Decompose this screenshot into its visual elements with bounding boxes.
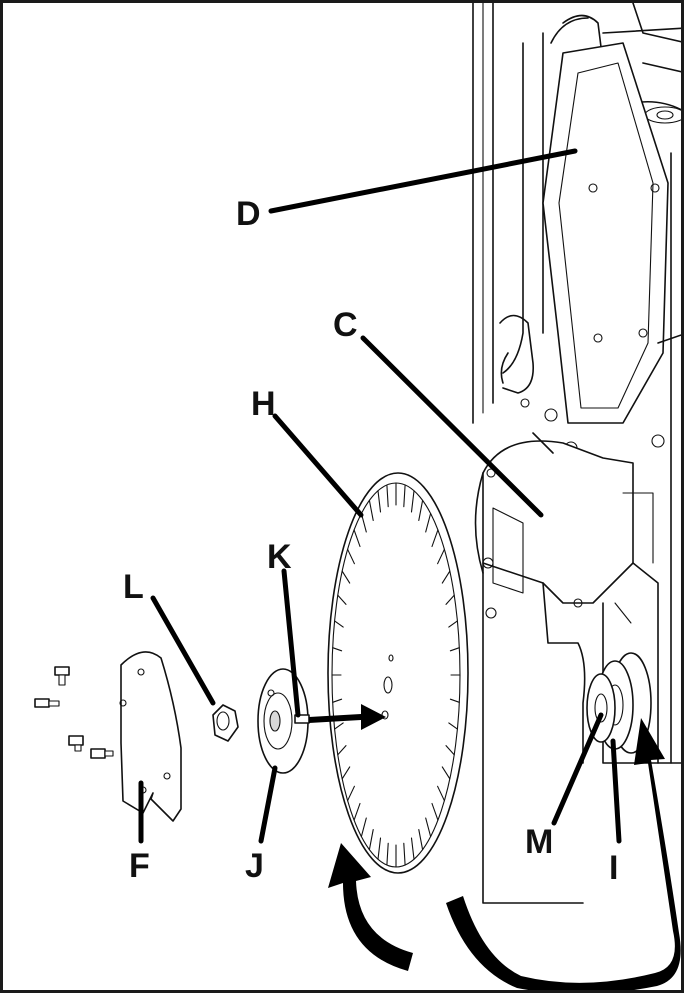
blade-segment-slot <box>445 594 455 605</box>
bolts <box>34 666 114 759</box>
curved-arrow-icon <box>328 718 681 990</box>
blade-segment-slot <box>332 698 343 703</box>
blade-segment-slot <box>347 548 355 565</box>
exploded-view-diagram: D C H K L F J M I <box>34 3 681 990</box>
blade-segment-slot <box>410 490 415 513</box>
leader-d <box>268 148 578 214</box>
blade-segment-slot <box>431 529 439 548</box>
label-c: C <box>333 306 358 344</box>
blade-segment-slot <box>368 499 374 521</box>
blade-segment-slot <box>337 594 347 605</box>
leader-lines <box>138 148 622 844</box>
blade-segment-slot <box>353 802 361 821</box>
leader-j <box>258 765 278 844</box>
blade-segment-slot <box>449 647 460 652</box>
machine-frame <box>472 3 681 764</box>
bolt <box>34 698 60 708</box>
leader-h <box>272 413 364 518</box>
blade-segment-slot <box>386 842 389 866</box>
label-k: K <box>267 538 292 576</box>
blade-segment-slot <box>377 837 382 860</box>
blade-segment-slot <box>368 829 374 851</box>
blade-segment-slot <box>445 745 455 756</box>
blade-segment-slot <box>341 766 351 780</box>
blade-segment-slot <box>431 802 439 821</box>
label-f: F <box>129 847 150 885</box>
blade-segment-slot <box>403 484 406 508</box>
arrow-right-icon <box>309 704 386 730</box>
blade-segment-slot <box>437 548 445 565</box>
blade-segment-slot <box>403 842 406 866</box>
blade-segment-slot <box>437 785 445 802</box>
label-h: H <box>251 385 276 423</box>
blade-segment-slot <box>425 817 432 838</box>
blade-segment-slot <box>448 722 458 730</box>
blade-segment-slot <box>353 529 361 548</box>
label-m: M <box>525 823 553 861</box>
arbor-nut <box>212 704 239 742</box>
blade-segment-slot <box>377 490 382 513</box>
blade-segment-slot <box>360 817 367 838</box>
leader-i <box>610 738 622 844</box>
label-l: L <box>123 568 144 606</box>
leader-m <box>551 712 604 826</box>
blade-segment-slot <box>334 722 344 730</box>
leader-k <box>281 568 301 718</box>
label-j: J <box>245 847 264 885</box>
blade-guard <box>474 432 681 904</box>
blade-segment-slot <box>418 499 424 521</box>
blade-segment-slot <box>410 837 415 860</box>
blade-segment-slot <box>441 766 451 780</box>
blade-segment-slot <box>332 647 343 652</box>
blade-segment-slot <box>449 698 460 703</box>
bolt <box>90 748 114 759</box>
label-d: D <box>236 195 261 233</box>
blade-segment-slot <box>341 570 351 584</box>
part-labels: D C H K L F J M I <box>123 195 618 887</box>
blade-segment-slot <box>425 512 432 533</box>
leader-l <box>150 595 216 706</box>
blade-segment-slot <box>441 570 451 584</box>
bolt <box>54 666 70 686</box>
guard-cover <box>119 651 182 822</box>
leader-c <box>360 335 544 518</box>
blade-segment-slot <box>386 484 389 508</box>
blade-segment-slot <box>448 620 458 628</box>
bolt <box>68 735 84 752</box>
blade-segment-slot <box>418 829 424 851</box>
diamond-blade <box>327 472 469 874</box>
blade-segment-slot <box>334 620 344 628</box>
blade-segment-slot <box>347 785 355 802</box>
blade-segment-slot <box>337 745 347 756</box>
label-i: I <box>609 849 618 887</box>
